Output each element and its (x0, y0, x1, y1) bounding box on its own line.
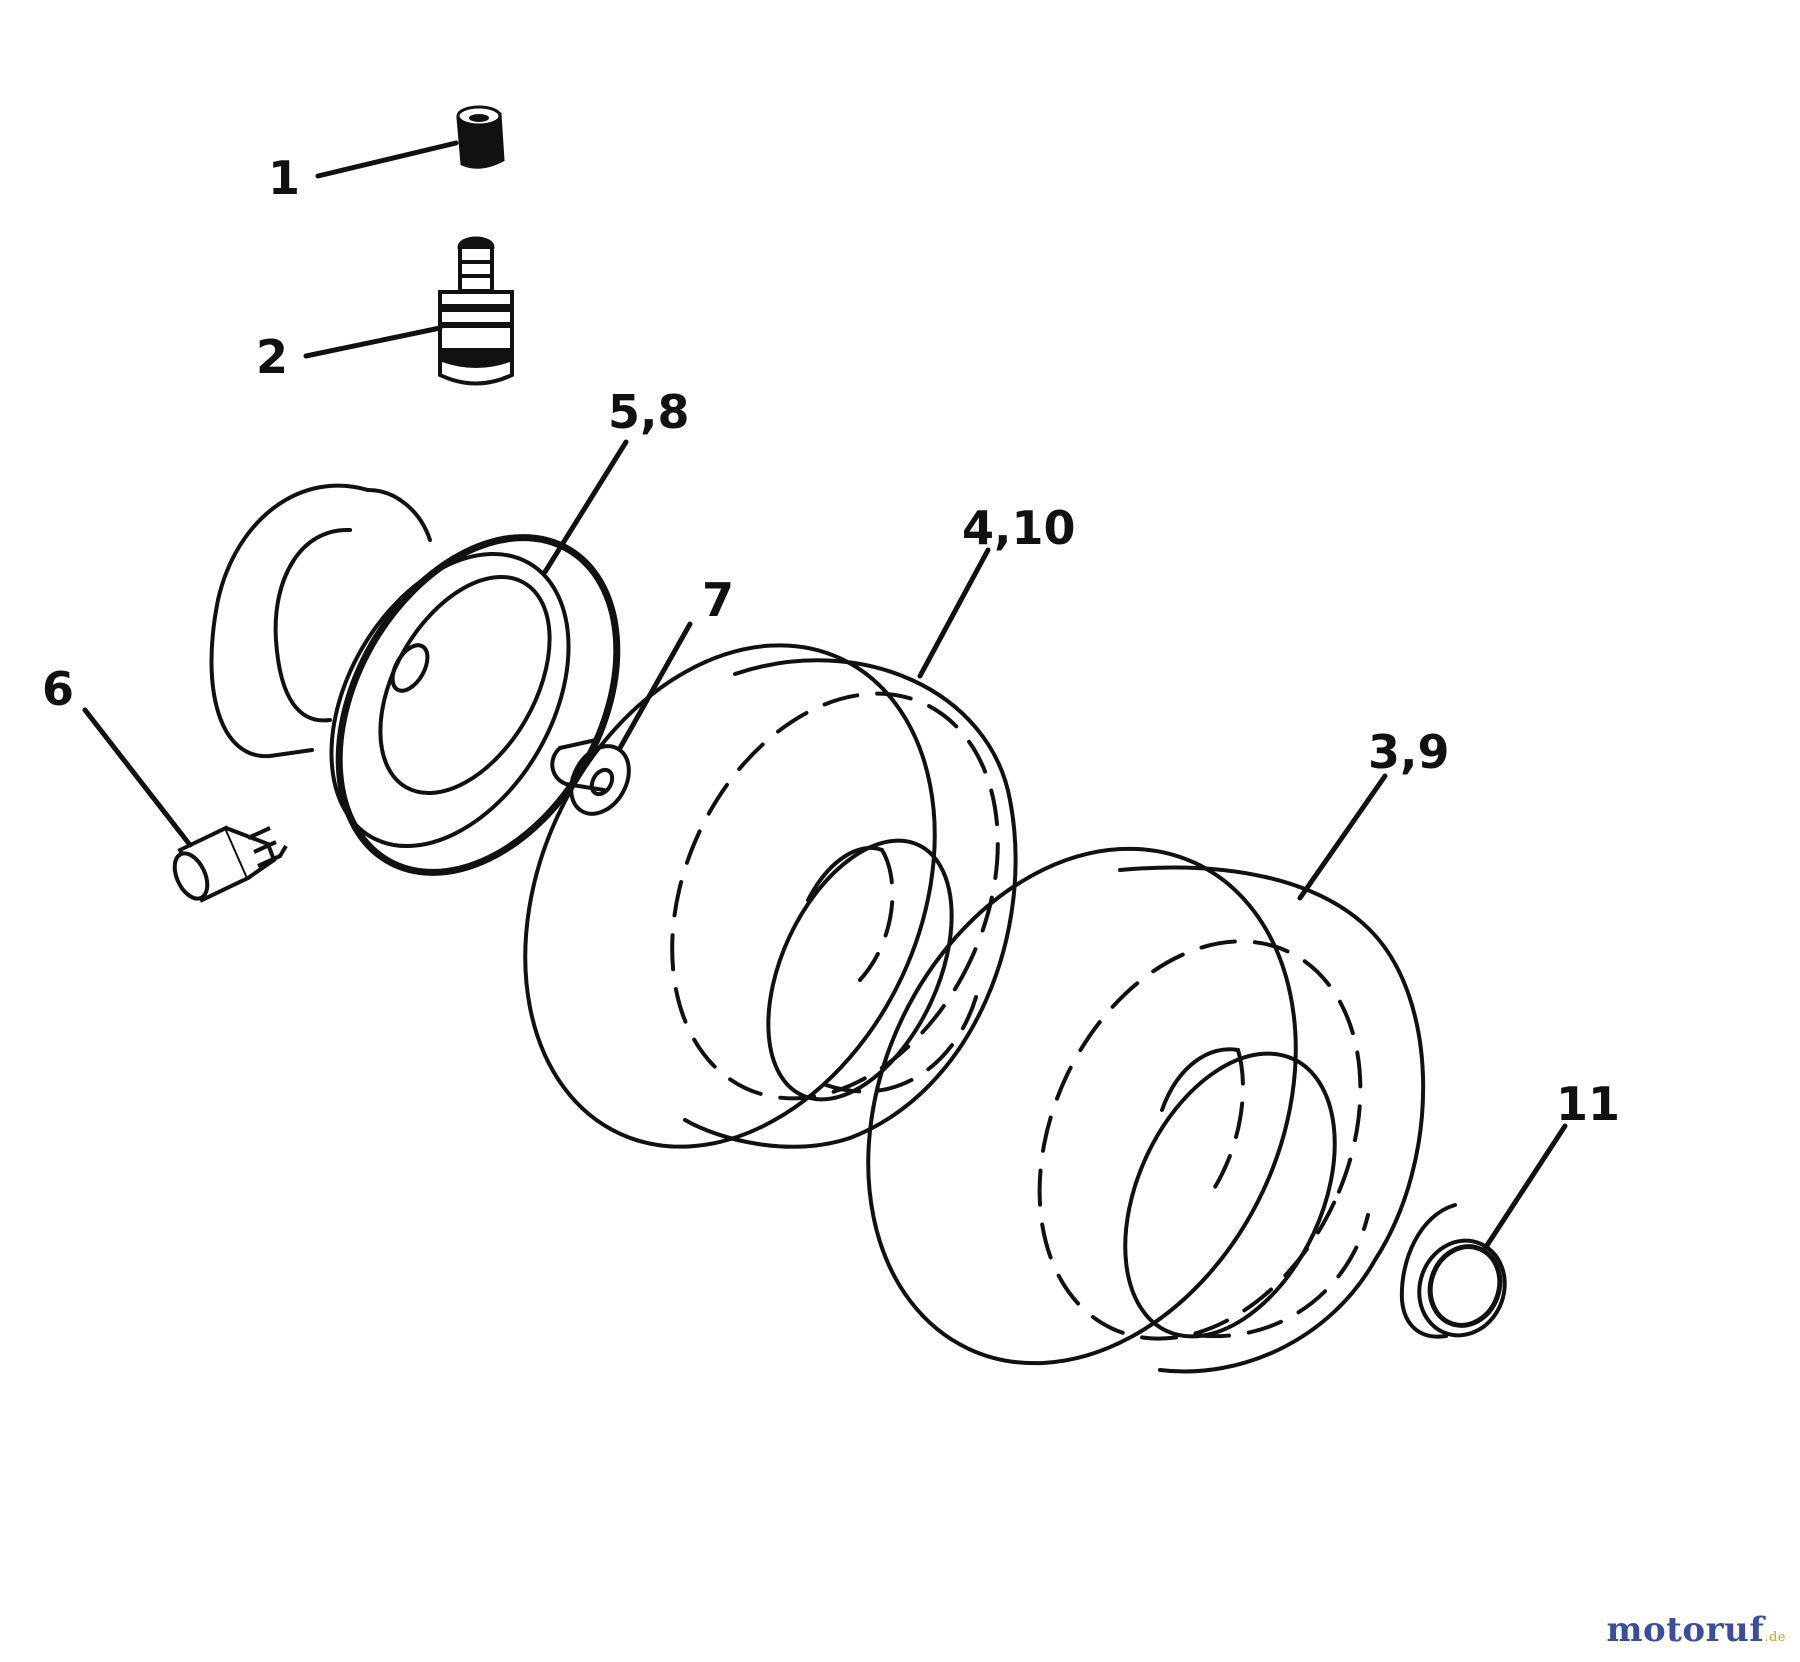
leader-1 (315, 140, 459, 179)
leader-6 (82, 707, 193, 848)
part-2-valve-stem (438, 236, 514, 386)
part-1-valve-cap (456, 105, 505, 169)
callout-1: 1 (268, 151, 300, 205)
callout-39: 3,9 (1368, 725, 1450, 779)
part-11-hub-cap (1399, 1203, 1507, 1339)
callout-6: 6 (42, 662, 74, 716)
callout-11: 11 (1556, 1077, 1620, 1131)
callout-2: 2 (256, 330, 288, 384)
part-6-bolt (172, 825, 288, 903)
part-410-tire (523, 643, 1018, 1149)
leader-2 (303, 325, 443, 359)
leader-410 (917, 547, 991, 679)
leader-58 (542, 439, 629, 575)
watermark-suffix: .de (1764, 1630, 1786, 1645)
callout-58: 5,8 (608, 385, 690, 439)
callout-410: 4,10 (962, 501, 1076, 555)
watermark-text-primary: moto (1606, 1610, 1706, 1650)
motoruf-watermark: motoruf.de (1607, 1610, 1786, 1650)
callout-7: 7 (702, 573, 734, 627)
watermark-text-accent: ruf (1705, 1610, 1765, 1650)
leader-11 (1481, 1123, 1568, 1253)
part-39-tire (866, 846, 1426, 1374)
leader-39 (1297, 773, 1388, 901)
leader-7 (617, 621, 693, 751)
